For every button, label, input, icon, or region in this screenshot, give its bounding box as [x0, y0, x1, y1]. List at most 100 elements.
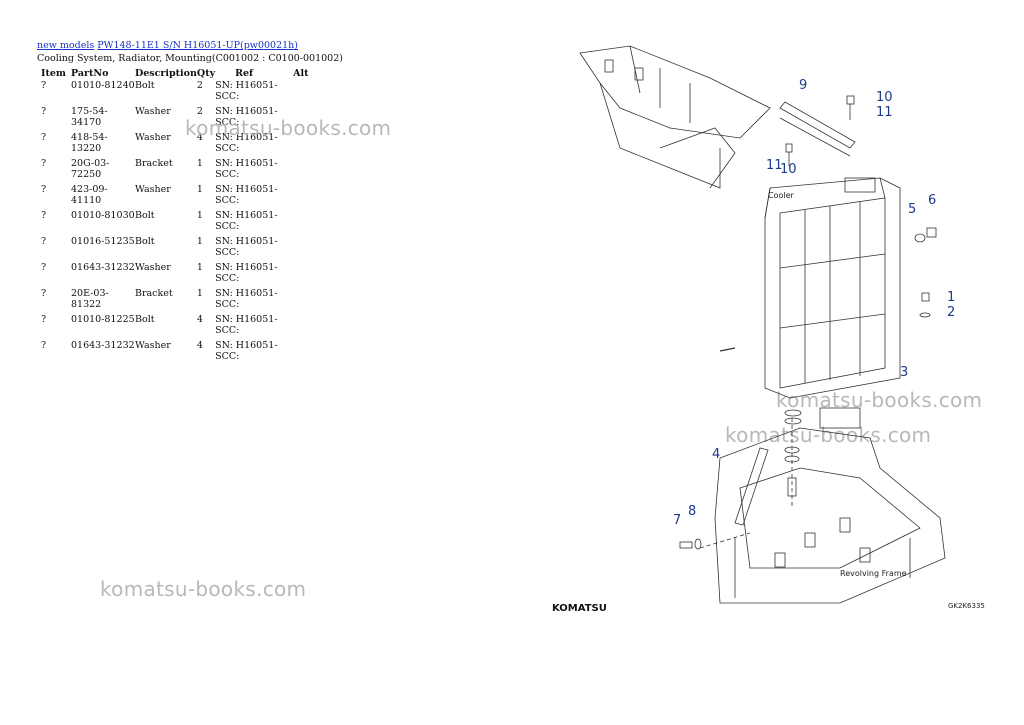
cell-qty: 4 — [196, 132, 203, 143]
cell-qty: 1 — [196, 262, 203, 273]
cell-description: Bolt — [135, 210, 155, 221]
cell-ref: SN: H16051-SCC: — [215, 262, 293, 288]
cell-ref-line1: SN: H16051- — [215, 184, 278, 195]
cell-ref-line1: SN: H16051- — [215, 262, 278, 273]
table-header-row: Item PartNo Description Qty Ref Alt — [37, 66, 313, 80]
callout-8: 8 — [688, 504, 696, 519]
diagram-label-cooler: Cooler — [768, 191, 795, 200]
cell-ref-line1: SN: H16051- — [215, 288, 278, 299]
cell-ref-line1: SN: H16051- — [215, 80, 278, 91]
cell-alt — [293, 288, 313, 314]
cell-ref-line2: SCC: — [215, 91, 240, 102]
cell-description: Bolt — [135, 314, 155, 325]
watermark: komatsu-books.com — [185, 116, 392, 140]
cell-item: ? — [41, 210, 47, 221]
cell-partno: 01643-31232 — [71, 340, 135, 351]
cell-alt — [293, 158, 313, 184]
diagram-label-frame: Revolving Frame — [840, 569, 907, 578]
cell-ref-line2: SCC: — [215, 325, 240, 336]
callout-6: 6 — [928, 193, 936, 208]
cell-qty: 1 — [196, 184, 203, 195]
cell-alt — [293, 210, 313, 236]
callout-5: 5 — [908, 202, 916, 217]
header-alt: Alt — [293, 67, 309, 79]
cell-description: Washer — [135, 184, 171, 195]
cell-description: Washer — [135, 340, 171, 351]
cell-item: ? — [41, 106, 47, 117]
cell-ref: SN: H16051-SCC: — [215, 106, 293, 132]
parts-diagram: Cooler Revolving Frame KOMATSU GK2K6335 … — [552, 45, 985, 614]
cell-partno: 20E-03-81322 — [71, 288, 109, 310]
cell-qty: 1 — [196, 236, 203, 247]
cell-ref: SN: H16051-SCC: — [215, 80, 293, 106]
cell-description: Washer — [135, 106, 171, 117]
breadcrumb-link-model[interactable]: PW148-11E1 S/N H16051-UP(pw00021h) — [97, 40, 298, 51]
cell-ref: SN: H16051-SCC: — [215, 184, 293, 210]
callout-4: 4 — [712, 447, 720, 462]
callout-1: 1 — [947, 290, 955, 305]
diagram-code: GK2K6335 — [948, 602, 985, 610]
cell-qty: 4 — [196, 340, 203, 351]
callout-9: 9 — [799, 78, 807, 93]
cell-description: Bracket — [135, 288, 173, 299]
cell-partno: 423-09-41110 — [71, 184, 108, 206]
cell-item: ? — [41, 184, 47, 195]
cell-item: ? — [41, 314, 47, 325]
diagram-drawing — [579, 45, 946, 604]
cell-ref-line2: SCC: — [215, 247, 240, 258]
cell-partno: 418-54-13220 — [71, 132, 108, 154]
cell-partno: 01010-81030 — [71, 210, 135, 221]
cell-item: ? — [41, 288, 47, 299]
cell-partno: 01016-51235 — [71, 236, 135, 247]
cell-ref-line2: SCC: — [215, 169, 240, 180]
header-item: Item — [41, 67, 66, 79]
cell-alt — [293, 236, 313, 262]
cell-partno: 20G-03-72250 — [71, 158, 110, 180]
cell-alt — [293, 340, 313, 366]
cell-description: Bolt — [135, 80, 155, 91]
cell-partno: 01010-81240 — [71, 80, 135, 91]
cell-description: Washer — [135, 132, 171, 143]
cell-description: Bracket — [135, 158, 173, 169]
cell-ref-line2: SCC: — [215, 143, 240, 154]
callout-11b: 11 — [766, 158, 783, 173]
cell-description: Washer — [135, 262, 171, 273]
cell-ref: SN: H16051-SCC: — [215, 288, 293, 314]
callout-7: 7 — [673, 513, 681, 528]
cell-ref: SN: H16051-SCC: — [215, 340, 293, 366]
cell-qty: 4 — [196, 314, 203, 325]
cell-ref-line2: SCC: — [215, 195, 240, 206]
cell-ref-line2: SCC: — [215, 299, 240, 310]
cell-item: ? — [41, 132, 47, 143]
cell-alt — [293, 184, 313, 210]
cell-ref-line1: SN: H16051- — [215, 340, 278, 351]
cell-description: Bolt — [135, 236, 155, 247]
komatsu-logo: KOMATSU — [552, 603, 607, 614]
cell-ref: SN: H16051-SCC: — [215, 210, 293, 236]
cell-item: ? — [41, 158, 47, 169]
header-description: Description — [135, 67, 197, 79]
cell-ref-line2: SCC: — [215, 351, 240, 362]
table-row: ? 423-09-41110 Washer 1 SN: H16051-SCC: — [37, 184, 313, 210]
cell-ref-line2: SCC: — [215, 273, 240, 284]
breadcrumb-link-new-models[interactable]: new models — [37, 40, 95, 51]
cell-ref: SN: H16051-SCC: — [215, 158, 293, 184]
cell-ref-line1: SN: H16051- — [215, 236, 278, 247]
header-ref: Ref — [235, 67, 254, 79]
cell-ref-line2: SCC: — [215, 221, 240, 232]
cell-alt — [293, 262, 313, 288]
cell-qty: 1 — [196, 158, 203, 169]
cell-qty: 2 — [196, 106, 203, 117]
cell-partno: 175-54-34170 — [71, 106, 108, 128]
cell-ref-line1: SN: H16051- — [215, 314, 278, 325]
cell-ref: SN: H16051-SCC: — [215, 314, 293, 340]
cell-item: ? — [41, 80, 47, 91]
cell-ref-line2: SCC: — [215, 117, 240, 128]
callout-3: 3 — [900, 365, 908, 380]
cell-partno: 01010-81225 — [71, 314, 135, 325]
